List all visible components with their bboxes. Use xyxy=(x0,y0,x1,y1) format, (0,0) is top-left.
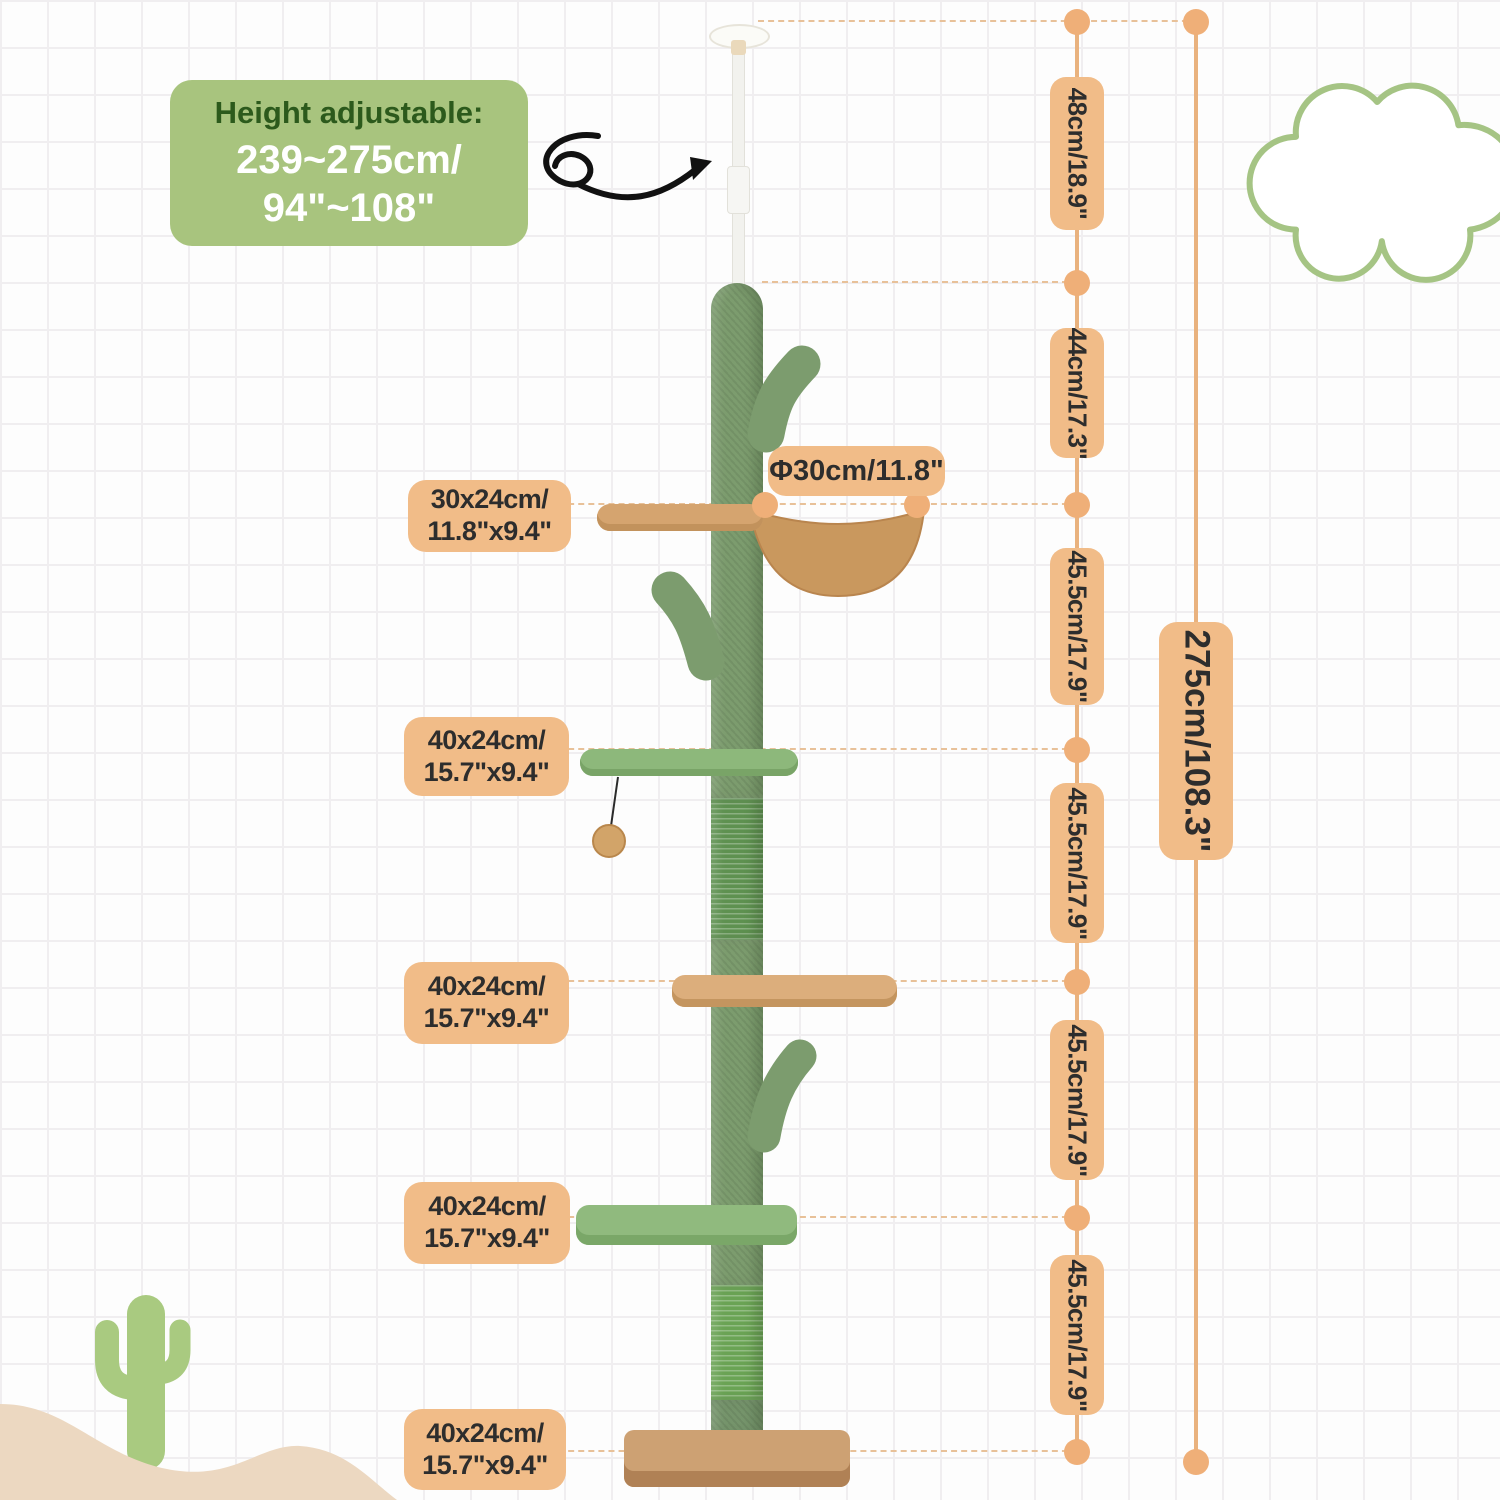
platform-3-size-label: 40x24cm/ 15.7"x9.4" xyxy=(404,962,569,1044)
segment-label-1: 48cm/18.9" xyxy=(1050,77,1104,230)
platform-2-green xyxy=(580,749,798,776)
total-dot-bottom xyxy=(1183,1449,1209,1475)
chain-dot-4 xyxy=(1064,969,1090,995)
platform-1-size-label: 30x24cm/ 11.8"x9.4" xyxy=(408,480,571,552)
pole-sisal-lower xyxy=(711,1285,763,1400)
cloud-icon xyxy=(1246,82,1500,283)
segment-label-4: 45.5cm/17.9" xyxy=(1050,783,1104,943)
dash-level-4 xyxy=(548,1216,1078,1218)
toy-ball xyxy=(592,824,626,858)
ceiling-disc xyxy=(709,24,770,49)
chain-dot-6 xyxy=(1064,1439,1090,1465)
info-range-cm: 239~275cm/ xyxy=(236,137,462,182)
pole-plush-top xyxy=(711,283,763,798)
dash-level-2 xyxy=(548,748,1078,750)
total-dot-top xyxy=(1183,9,1209,35)
hammock-diameter-label: Φ30cm/11.8" xyxy=(768,446,945,496)
chain-dot-0 xyxy=(1064,9,1090,35)
cactus-arm-top xyxy=(747,345,821,453)
pole-sisal-upper xyxy=(711,798,763,940)
platform-4-size-label: 40x24cm/ 15.7"x9.4" xyxy=(404,1182,570,1264)
chain-dot-3 xyxy=(1064,737,1090,763)
info-range-in: 94"~108" xyxy=(262,185,436,230)
curly-arrow-icon xyxy=(543,132,712,201)
height-adjustable-box: Height adjustable: 239~275cm/ 94"~108" xyxy=(170,80,528,246)
platform-1-tan xyxy=(597,504,763,531)
dash-pole-top xyxy=(762,281,1078,283)
sand-dune xyxy=(0,1404,397,1500)
base-size-label: 40x24cm/ 15.7"x9.4" xyxy=(404,1409,566,1490)
cactus-arm-left xyxy=(651,571,725,681)
segment-label-5: 45.5cm/17.9" xyxy=(1050,1020,1104,1180)
segment-label-2: 44cm/17.3" xyxy=(1050,327,1104,459)
diameter-dot-right xyxy=(904,492,930,518)
rod-nut xyxy=(731,40,746,55)
chain-dot-5 xyxy=(1064,1205,1090,1231)
info-title: Height adjustable: xyxy=(214,95,484,131)
base-board xyxy=(624,1430,850,1487)
dash-ceiling xyxy=(758,20,1198,22)
toy-string xyxy=(610,776,619,827)
total-height-label: 275cm/108.3" xyxy=(1159,622,1233,860)
segment-label-6: 45.5cm/17.9" xyxy=(1050,1255,1104,1415)
platform-3-tan xyxy=(672,975,897,1007)
pole-plush-bottom xyxy=(711,1400,763,1434)
chain-dot-2 xyxy=(1064,492,1090,518)
diameter-dot-left xyxy=(752,492,778,518)
cactus-illustration xyxy=(95,1295,191,1470)
platform-4-green xyxy=(576,1205,797,1245)
cat-hammock xyxy=(748,508,926,598)
cactus-arm-lower xyxy=(747,1039,817,1153)
dash-level-1 xyxy=(548,503,1078,505)
tension-rod-joint xyxy=(727,166,750,214)
chain-dot-1 xyxy=(1064,270,1090,296)
segment-label-3: 45.5cm/17.9" xyxy=(1050,548,1104,705)
hammock-diameter-text: Φ30cm/11.8" xyxy=(769,454,944,487)
platform-2-size-label: 40x24cm/ 15.7"x9.4" xyxy=(404,717,569,796)
